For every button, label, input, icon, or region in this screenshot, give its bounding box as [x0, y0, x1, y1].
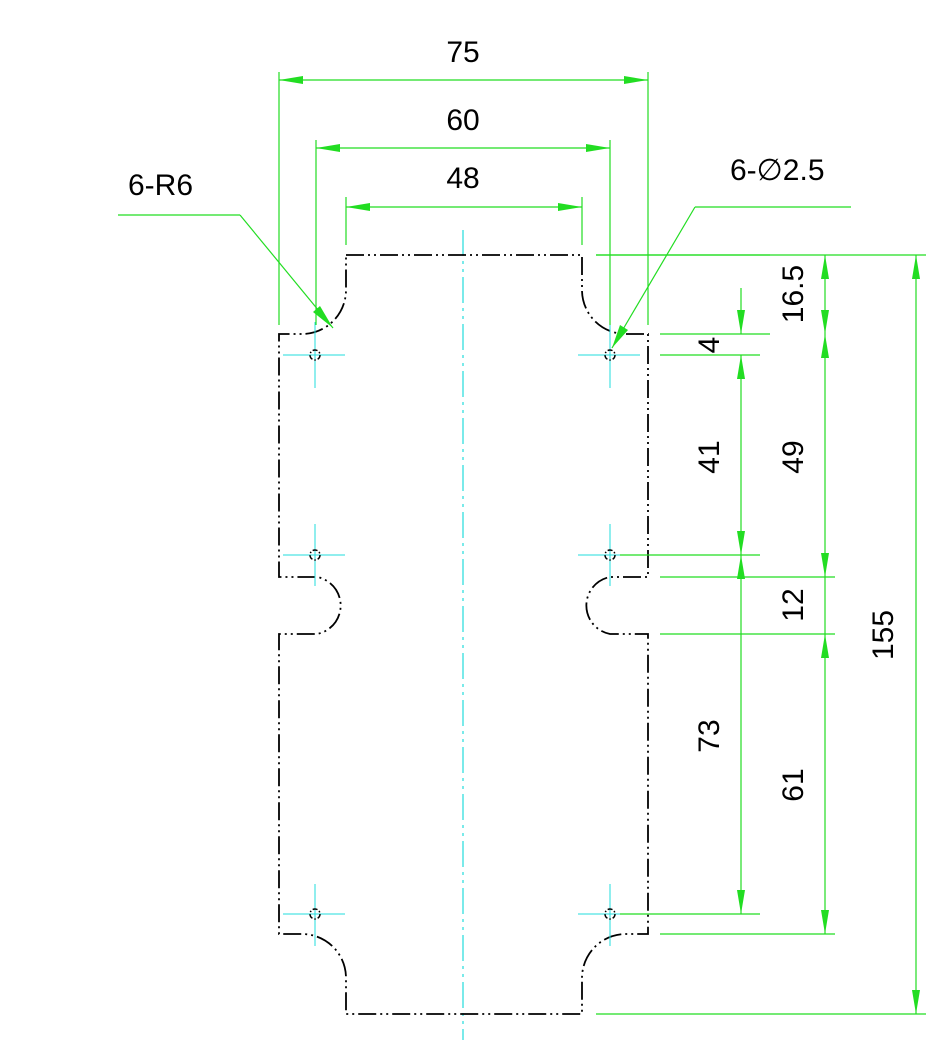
hole	[604, 549, 616, 561]
label-41: 41	[693, 440, 726, 473]
label-4: 4	[693, 337, 726, 354]
label-60: 60	[446, 104, 479, 137]
hole	[309, 549, 321, 561]
extension-lines-right	[596, 254, 926, 1015]
dimension-4	[737, 288, 745, 555]
label-radius-note: 6-R6	[128, 169, 193, 202]
label-12: 12	[777, 588, 810, 621]
hole	[309, 908, 321, 920]
label-49: 49	[777, 440, 810, 473]
leader-radius	[118, 214, 334, 329]
label-61: 61	[777, 768, 810, 801]
hole-group	[283, 322, 640, 946]
label-48: 48	[446, 162, 479, 195]
label-hole-note: 6-∅2.5	[730, 154, 825, 187]
label-155: 155	[867, 610, 900, 660]
label-16-5: 16.5	[777, 265, 810, 323]
dimension-41	[737, 531, 745, 555]
dimension-width-75	[278, 72, 649, 325]
dimension-16-5-49-12-61	[821, 255, 829, 934]
hole	[604, 908, 616, 920]
dimension-width-48	[345, 197, 583, 245]
leader-hole	[611, 206, 851, 349]
dimension-width-60	[315, 140, 611, 325]
dimension-73	[737, 555, 745, 914]
hole	[309, 349, 321, 361]
label-73: 73	[693, 719, 726, 752]
dimension-155	[912, 255, 920, 1014]
label-75: 75	[446, 36, 479, 69]
hole	[604, 349, 616, 361]
